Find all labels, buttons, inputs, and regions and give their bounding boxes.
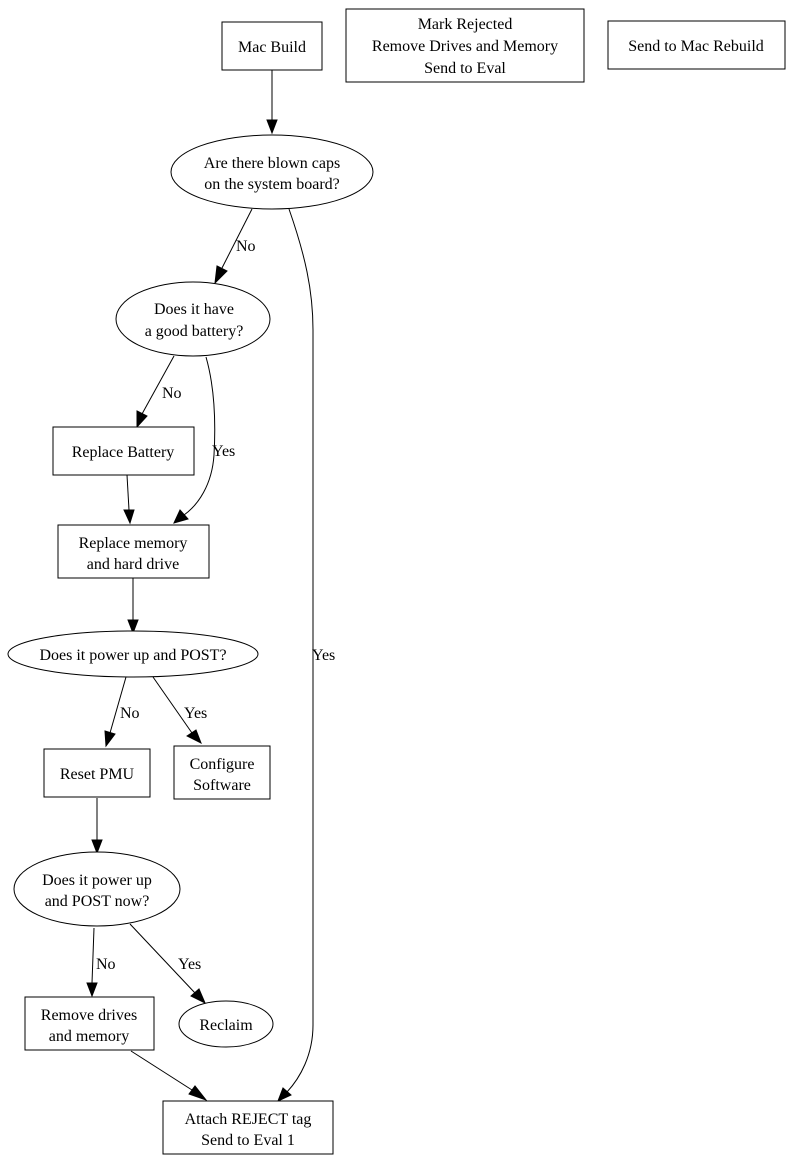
node-label: Send to Eval 1 bbox=[201, 1132, 295, 1149]
node-mac-build: Mac Build bbox=[221, 21, 323, 71]
edge-power-post-now-yes: Yes bbox=[129, 923, 206, 1005]
node-replace-memory: Replace memory and hard drive bbox=[57, 524, 210, 579]
edge-blown-caps-no: No bbox=[214, 208, 256, 285]
node-label: and memory bbox=[49, 1028, 129, 1045]
node-attach-reject: Attach REJECT tag Send to Eval 1 bbox=[162, 1100, 334, 1155]
edge-good-battery-no: No bbox=[136, 355, 182, 429]
edge-label-yes: Yes bbox=[184, 705, 207, 722]
edge-label-no: No bbox=[236, 238, 256, 255]
node-label: Remove drives bbox=[41, 1007, 137, 1024]
node-label: Replace memory bbox=[79, 535, 188, 552]
edge-label-no: No bbox=[96, 956, 116, 973]
node-label: Are there blown caps bbox=[204, 155, 340, 172]
node-label: Does it power up bbox=[42, 872, 152, 889]
node-label: Does it have bbox=[154, 301, 234, 318]
node-label: Send to Eval bbox=[424, 60, 506, 77]
edge-replace-battery-to-replace-memory bbox=[123, 474, 135, 525]
node-label: a good battery? bbox=[145, 323, 244, 340]
node-send-to-mac-rebuild: Send to Mac Rebuild bbox=[607, 20, 786, 70]
edge-reset-pmu-to-power-post-now bbox=[91, 798, 103, 855]
edge-label-no: No bbox=[162, 385, 182, 402]
edge-replace-memory-to-power-post bbox=[127, 578, 139, 635]
node-label: Does it power up and POST? bbox=[39, 647, 226, 664]
edge-label-yes: Yes bbox=[312, 647, 335, 664]
node-label: Send to Mac Rebuild bbox=[628, 38, 764, 55]
node-replace-battery: Replace Battery bbox=[52, 426, 195, 476]
node-label: and hard drive bbox=[87, 556, 179, 573]
node-label: Attach REJECT tag bbox=[185, 1111, 312, 1128]
node-configure-software: Configure Software bbox=[173, 745, 271, 800]
edge-power-post-yes: Yes bbox=[152, 676, 207, 745]
node-label: Reclaim bbox=[199, 1017, 253, 1034]
node-label: on the system board? bbox=[204, 176, 340, 193]
edge-power-post-now-no: No bbox=[86, 927, 116, 998]
edge-power-post-no: No bbox=[104, 676, 140, 748]
edge-label-yes: Yes bbox=[212, 443, 235, 460]
node-label: and POST now? bbox=[45, 893, 150, 910]
node-reclaim: Reclaim bbox=[178, 1000, 274, 1048]
node-power-post-now: Does it power up and POST now? bbox=[13, 851, 181, 927]
node-label: Software bbox=[193, 777, 251, 794]
node-label: Mark Rejected bbox=[418, 16, 513, 33]
node-label: Reset PMU bbox=[60, 766, 135, 783]
node-good-battery: Does it have a good battery? bbox=[115, 281, 271, 357]
node-label: Configure bbox=[190, 756, 255, 773]
edge-label-no: No bbox=[120, 705, 140, 722]
edge-remove-drives-to-attach-reject bbox=[130, 1050, 208, 1102]
edge-label-yes: Yes bbox=[178, 956, 201, 973]
node-reset-pmu: Reset PMU bbox=[43, 748, 151, 798]
edge-blown-caps-yes: Yes bbox=[277, 208, 335, 1102]
edge-good-battery-yes: Yes bbox=[173, 356, 235, 524]
node-label: Remove Drives and Memory bbox=[372, 38, 558, 55]
node-label: Replace Battery bbox=[72, 444, 175, 461]
node-remove-drives: Remove drives and memory bbox=[24, 996, 155, 1051]
edge-mac-build-to-blown-caps bbox=[266, 70, 278, 135]
node-power-post: Does it power up and POST? bbox=[7, 630, 259, 678]
node-blown-caps: Are there blown caps on the system board… bbox=[170, 134, 374, 210]
node-mark-rejected: Mark Rejected Remove Drives and Memory S… bbox=[345, 8, 585, 83]
node-label: Mac Build bbox=[238, 39, 306, 56]
